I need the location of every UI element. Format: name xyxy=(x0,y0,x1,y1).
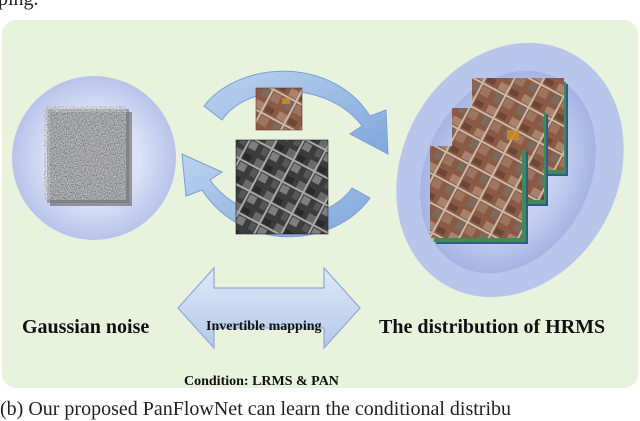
pan-image xyxy=(235,139,329,235)
hrms-distribution-group xyxy=(396,42,624,298)
figure-caption: (b) Our proposed PanFlowNet can learn th… xyxy=(0,398,511,420)
invertible-mapping-label: Invertible mapping xyxy=(206,319,322,334)
hrms-image-front xyxy=(430,146,522,238)
lrms-image xyxy=(255,87,303,131)
previous-text-fragment: ping. xyxy=(0,0,39,11)
noise-image xyxy=(44,106,126,200)
hrms-distribution-label: The distribution of HRMS xyxy=(379,316,606,338)
invertible-mapping-arrow xyxy=(177,266,361,350)
gaussian-noise-group xyxy=(12,76,176,240)
condition-label: Condition: LRMS & PAN xyxy=(184,374,339,388)
gaussian-noise-label: Gaussian noise xyxy=(22,316,150,338)
figure-panel: Gaussian noise The distribution of HRMS … xyxy=(2,20,638,388)
